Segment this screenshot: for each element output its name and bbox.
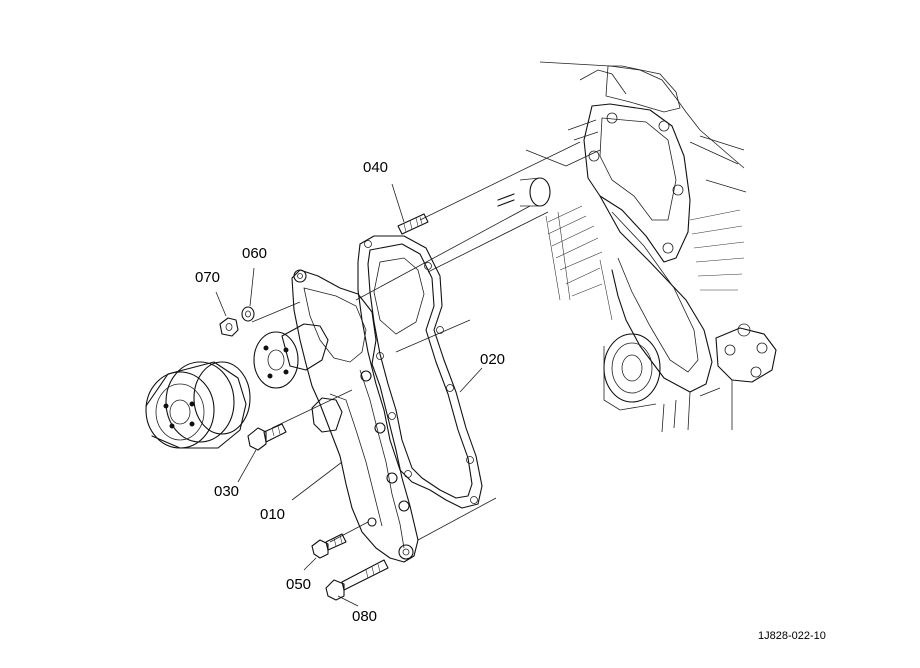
washer-060	[241, 306, 255, 322]
callout-020: 020	[480, 351, 506, 368]
callout-040: 040	[363, 159, 389, 176]
drawing-reference-code: 1J828-022-10	[758, 630, 826, 642]
callout-080: 080	[352, 608, 378, 625]
pump-flange	[253, 331, 299, 389]
callout-010: 010	[260, 506, 286, 523]
stud-040	[397, 213, 429, 235]
nut-070	[219, 317, 239, 337]
callout-030: 030	[214, 483, 240, 500]
gasket-020	[357, 235, 483, 509]
callout-060: 060	[242, 245, 268, 262]
bolt-050	[311, 533, 347, 559]
alignment-lines	[251, 141, 581, 543]
leader-lines	[215, 183, 483, 607]
engine-block-outline	[497, 61, 777, 433]
callout-050: 050	[286, 576, 312, 593]
bolt-080	[325, 559, 389, 601]
bolt-030	[247, 423, 287, 451]
fan-pulley	[145, 361, 251, 449]
water-pump-body-010	[281, 269, 419, 563]
callout-070: 070	[195, 269, 221, 286]
